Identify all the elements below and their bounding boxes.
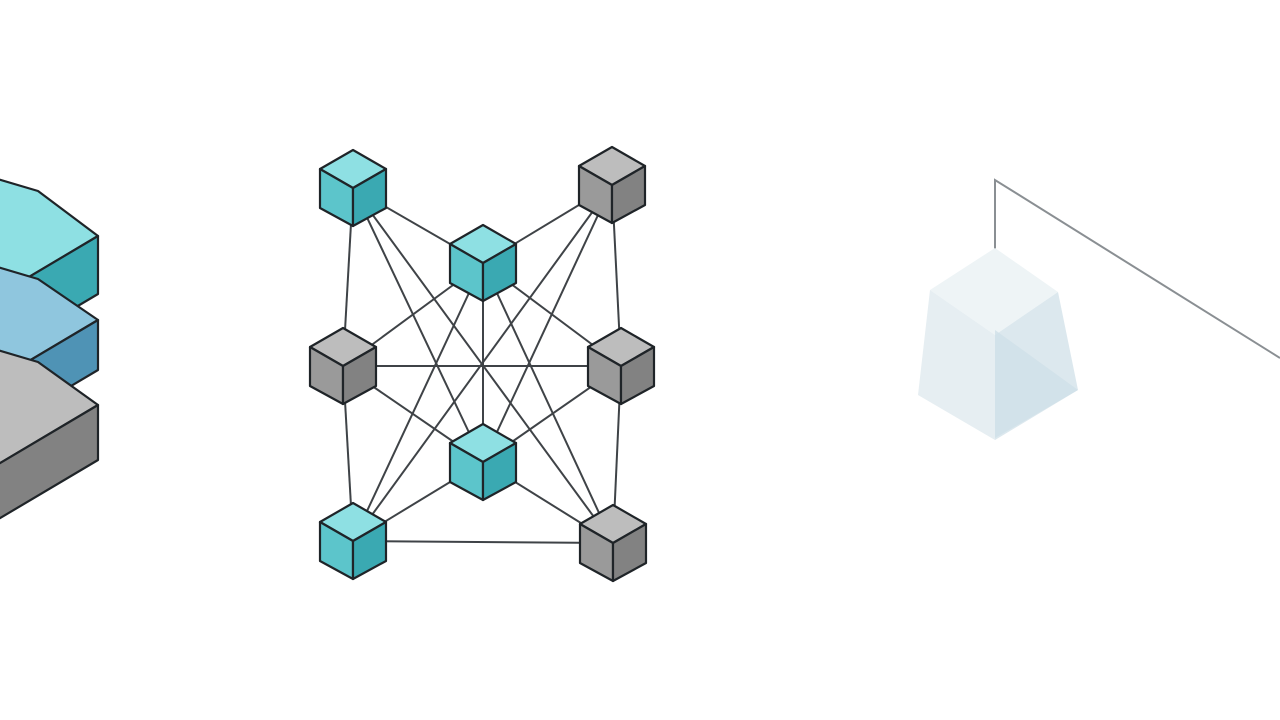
network-nodes [308, 145, 656, 583]
edge-n-top-left-n-lower-center [352, 187, 484, 463]
edge-n-upper-center-n-bottom-left [352, 262, 484, 542]
edge-n-bottom-left-n-bottom-right [352, 540, 614, 544]
cube-node-n-top-left [318, 148, 388, 228]
cube-node-n-lower-center [448, 422, 518, 502]
stack-bottom-layer [0, 349, 100, 520]
cube-node-n-mid-right [586, 326, 656, 406]
cube-node-n-top-right [577, 145, 647, 225]
edge-n-top-right-n-lower-center [482, 184, 613, 463]
cube-right-face [610, 164, 647, 225]
cube-right-face [341, 345, 378, 406]
cube-right-face [619, 345, 656, 406]
cube-right-face [481, 242, 518, 303]
cube-node-n-bottom-left [318, 501, 388, 581]
faded-cube-top [930, 248, 1058, 335]
cube-node-n-upper-center [448, 223, 518, 303]
cube-node-n-mid-left [308, 326, 378, 406]
hanging-cube [918, 178, 1280, 440]
edge-n-upper-center-n-bottom-right [482, 262, 614, 544]
cube-right-face [351, 520, 388, 581]
layer-stack [0, 178, 100, 520]
stack-layer-front-face [0, 403, 100, 520]
cube-right-face [351, 167, 388, 228]
cube-right-face [611, 522, 648, 583]
faded-cube-left [918, 290, 995, 440]
cube-right-face [481, 441, 518, 502]
cube-node-n-bottom-right [578, 503, 648, 583]
cube-network [308, 145, 656, 583]
faded-cube-facet [995, 330, 1078, 438]
